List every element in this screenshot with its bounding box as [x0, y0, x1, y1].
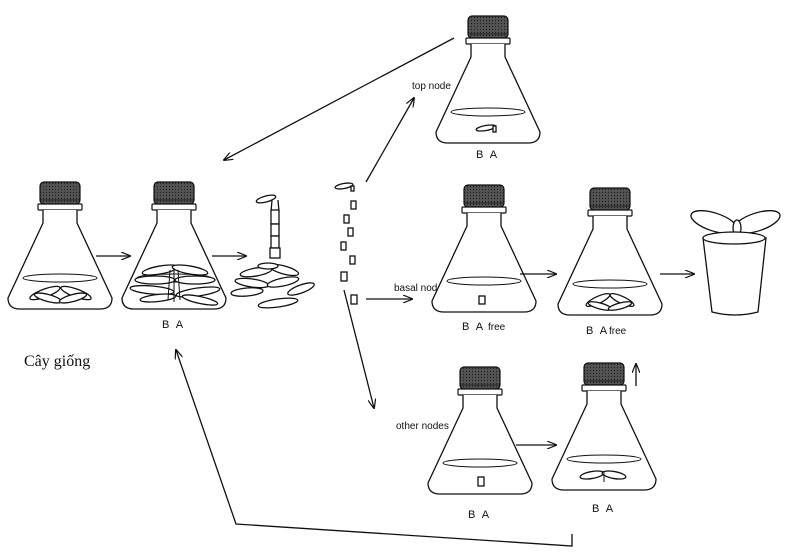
label-top-node: top node: [412, 81, 451, 92]
rooted-basal-flask: B A free: [557, 187, 663, 337]
excised-shoot: [255, 194, 281, 259]
top-node-shoot: [475, 124, 497, 133]
arrow-to-top-node: [365, 98, 414, 183]
ba-multiplication-flask: B A: [121, 181, 227, 331]
flask-label-ba: B A: [462, 321, 485, 333]
flask-label-ba: B A: [476, 149, 499, 161]
seedling-plant: [29, 285, 92, 304]
shoot-cluster: [129, 264, 221, 306]
nodal-segments: [334, 182, 358, 305]
flask-label-ba: B A: [162, 319, 185, 331]
potted-plant: [690, 210, 781, 316]
seedling-flask: [7, 181, 113, 310]
arrow-top-return: [224, 37, 455, 160]
other-nodes-shoot-flask: B A: [551, 362, 657, 515]
flask-label-free: free: [609, 326, 627, 337]
arrow-other-return: [176, 350, 573, 547]
flask-label-ba: B A: [468, 509, 491, 521]
excised-leaves: [230, 262, 315, 309]
other-nodes-plantlet: [579, 470, 627, 482]
label-basal-node: basal node: [394, 283, 443, 294]
other-nodes-flask: B A: [427, 366, 533, 521]
top-node-flask: B A: [435, 15, 541, 161]
flask-label-ba: B A: [592, 503, 615, 515]
seedling-label: Cây giống: [24, 353, 90, 370]
flask-label-ba: B A: [586, 325, 609, 337]
arrow-to-other-nodes: [343, 289, 374, 408]
basal-node-flask: B A free: [431, 184, 537, 333]
flask-label-free: free: [488, 322, 506, 333]
rooted-plantlet: [585, 293, 635, 311]
label-other-nodes: other nodes: [396, 421, 449, 432]
